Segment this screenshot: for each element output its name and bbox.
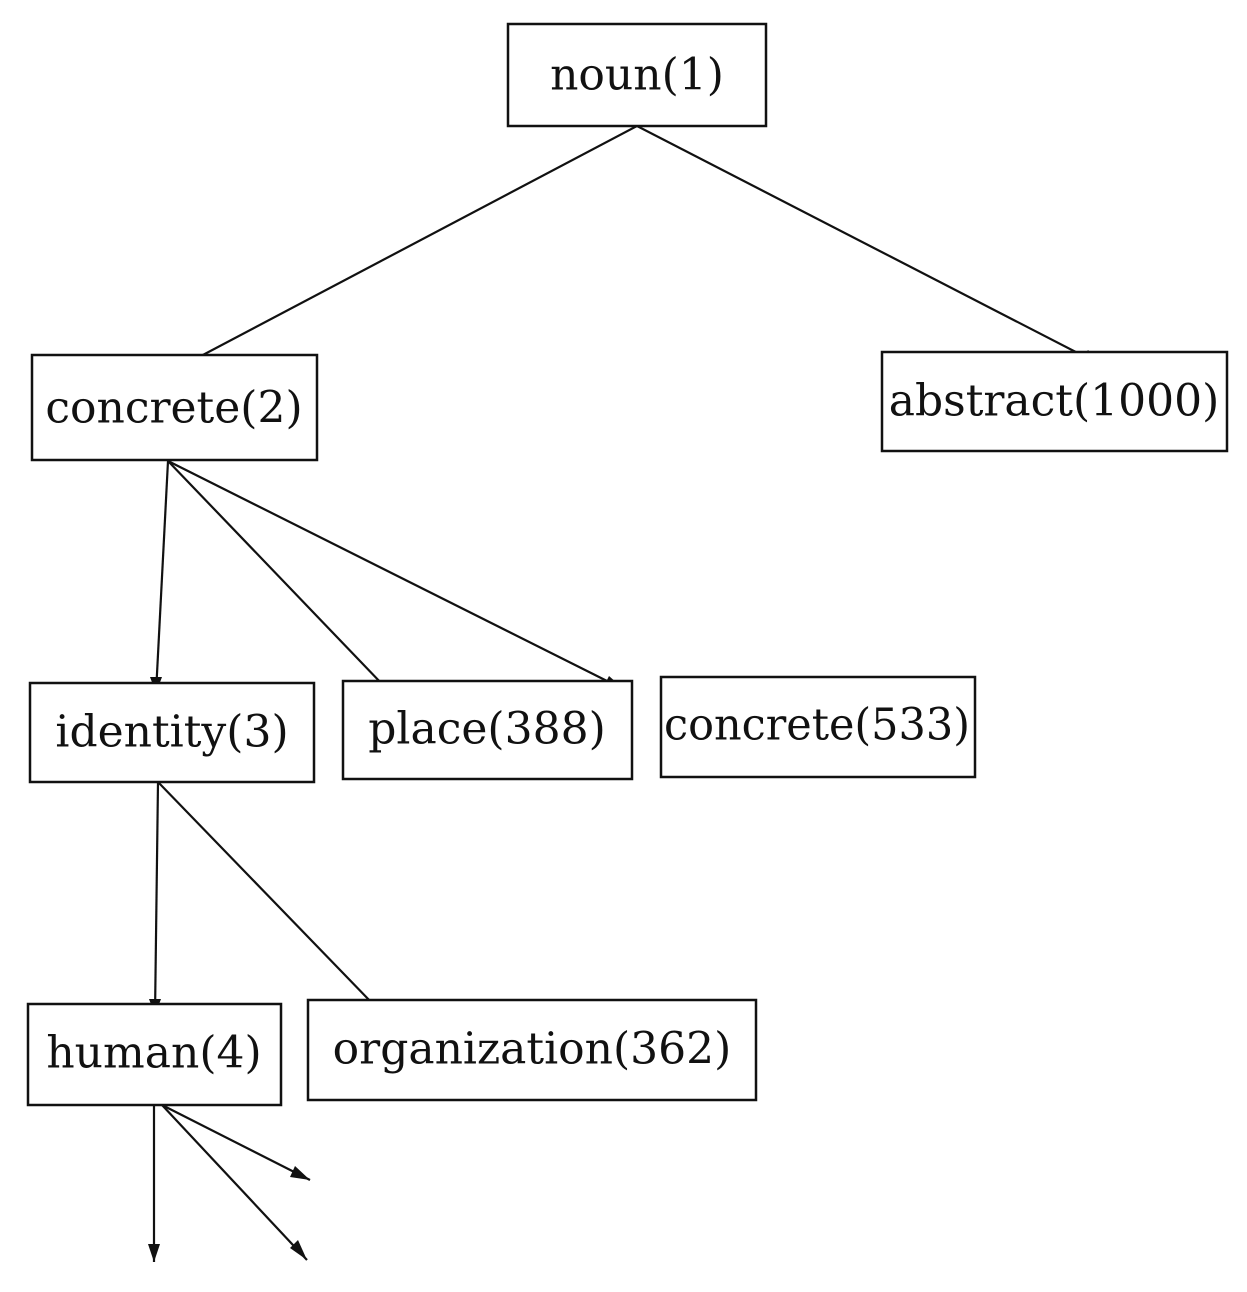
edge-concrete-concrete533 xyxy=(167,460,626,691)
arrowheads xyxy=(148,350,1103,1262)
node-human-label: human(4) xyxy=(46,1028,261,1079)
edge-noun-concrete xyxy=(162,125,638,377)
node-identity: identity(3) xyxy=(28,681,316,784)
node-noun-label: noun(1) xyxy=(550,50,724,101)
arrowhead-human-child-3 xyxy=(148,1244,160,1262)
edge-human-child-2 xyxy=(161,1104,308,1261)
node-identity-label: identity(3) xyxy=(55,707,288,758)
edge-concrete-identity xyxy=(154,460,170,694)
node-place: place(388) xyxy=(341,679,634,781)
edge-human-child-1 xyxy=(161,1104,311,1181)
edge-identity-organization xyxy=(157,781,404,1036)
edge-noun-abstract xyxy=(636,125,1104,367)
edge-identity-human xyxy=(153,781,160,1016)
arrowhead-human-child-2 xyxy=(290,1240,307,1260)
node-concrete-2-label: concrete(2) xyxy=(45,383,302,434)
node-concrete-2: concrete(2) xyxy=(30,353,319,462)
node-place-label: place(388) xyxy=(368,704,605,755)
arrowhead-human-child-1 xyxy=(290,1166,310,1180)
node-concrete-533: concrete(533) xyxy=(659,675,977,779)
node-concrete-533-label: concrete(533) xyxy=(664,700,970,751)
node-human: human(4) xyxy=(26,1002,283,1107)
edge-concrete-place xyxy=(167,460,408,711)
node-noun: noun(1) xyxy=(506,22,768,128)
node-abstract-label: abstract(1000) xyxy=(889,376,1220,427)
node-abstract: abstract(1000) xyxy=(880,350,1229,453)
node-organization: organization(362) xyxy=(306,998,758,1102)
node-organization-label: organization(362) xyxy=(333,1024,732,1075)
